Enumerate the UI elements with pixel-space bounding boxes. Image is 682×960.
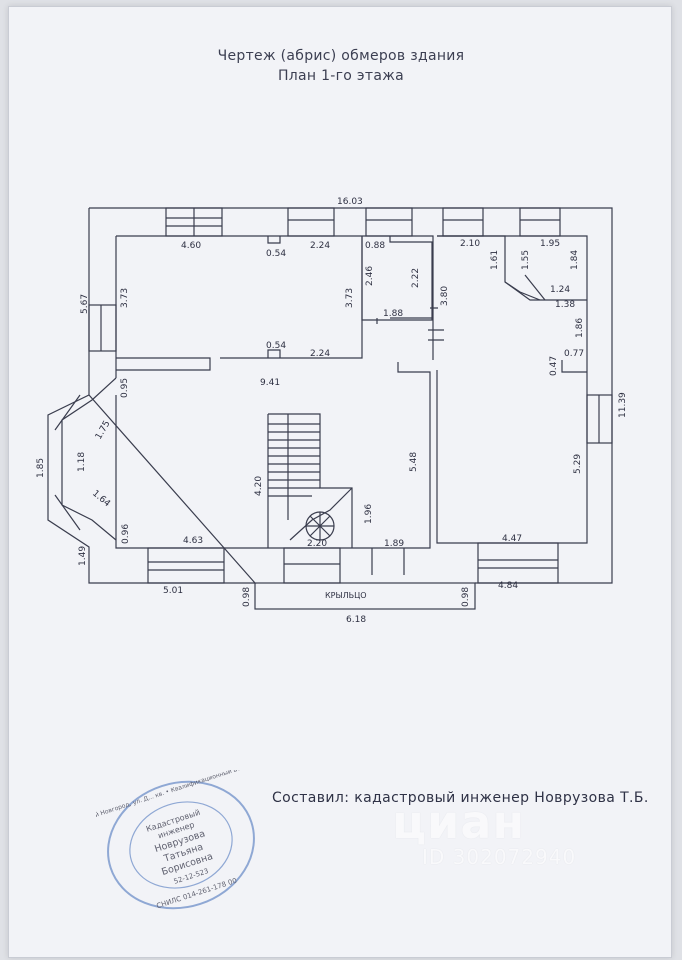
dim-porch-width: 6.18 bbox=[346, 615, 366, 625]
dim-hall-h: 5.48 bbox=[409, 452, 419, 472]
porch bbox=[254, 582, 476, 610]
dim-hall-width: 9.41 bbox=[260, 378, 280, 388]
dim-right-room-h: 5.29 bbox=[573, 454, 583, 474]
dim-left-lower-b: 0.96 bbox=[121, 524, 131, 544]
dim-mid-room-h: 3.73 bbox=[345, 288, 355, 308]
cian-logo: циан bbox=[392, 795, 526, 849]
dim-bath-h-b: 2.22 bbox=[411, 268, 421, 288]
bay-window bbox=[61, 377, 117, 541]
entry bbox=[371, 548, 405, 575]
dim-left-outer: 5.67 bbox=[80, 294, 90, 314]
dim-right-vert-a: 1.61 bbox=[490, 250, 500, 270]
dim-bottom-left-room: 4.63 bbox=[183, 536, 203, 546]
cadastral-engineer-stamp: Кадастровый инженер Новрузова Татьяна Бо… bbox=[96, 770, 262, 910]
dim-outer-bottom-left: 5.01 bbox=[163, 586, 183, 596]
dim-right-niche-h: 0.47 bbox=[549, 356, 559, 376]
dim-outer-bottom-right: 4.84 bbox=[498, 581, 518, 591]
dim-stair-landing: 1.96 bbox=[364, 504, 374, 524]
cian-watermark: циан ID 302072940 bbox=[392, 795, 576, 869]
dim-bay-edge-a: 1.24 bbox=[550, 285, 570, 295]
inner-wall bbox=[115, 235, 588, 549]
dim-wall-top: 2.24 bbox=[310, 241, 330, 251]
dim-porch-side-left: 0.98 bbox=[242, 587, 252, 607]
windows bbox=[88, 207, 613, 584]
dim-right-top-b: 1.95 bbox=[540, 239, 560, 249]
dim-niche-mid: 0.54 bbox=[266, 341, 286, 351]
listing-id: ID 302072940 bbox=[422, 845, 577, 869]
dim-entry-width: 1.89 bbox=[384, 539, 404, 549]
dim-right-top-a: 2.10 bbox=[460, 239, 480, 249]
dim-right-vert-c: 1.84 bbox=[570, 250, 580, 270]
dim-total-width: 16.03 bbox=[337, 197, 363, 207]
porch-label: КРЫЛЬЦО bbox=[325, 591, 367, 600]
document-sheet bbox=[8, 6, 672, 958]
dim-right-vert-b: 1.55 bbox=[521, 250, 531, 270]
dim-wall-mid: 2.24 bbox=[310, 349, 330, 359]
dim-left-lower-a: 0.95 bbox=[120, 378, 130, 398]
drawing-title: Чертеж (абрис) обмеров здания bbox=[217, 48, 465, 64]
staircase bbox=[267, 413, 353, 548]
bathroom bbox=[361, 236, 433, 321]
dim-bay-b: 1.18 bbox=[77, 452, 87, 472]
dim-left-outer-bottom: 1.49 bbox=[78, 546, 88, 566]
floor-plan-subtitle: План 1-го этажа bbox=[277, 68, 405, 84]
dim-porch-side-right: 0.98 bbox=[461, 587, 471, 607]
dim-niche-top: 0.54 bbox=[266, 249, 286, 259]
dim-stair-bottom: 2.20 bbox=[307, 539, 327, 549]
dim-right-vert-d: 1.86 bbox=[575, 318, 585, 338]
dim-bay-a: 1.75 bbox=[94, 419, 113, 441]
dim-corridor-h: 3.80 bbox=[440, 286, 450, 306]
dim-bath-h-a: 2.46 bbox=[365, 266, 375, 286]
compiler-signature-line: Составил: кадастровый инженер Новрузова … bbox=[272, 790, 649, 806]
dim-right-outer-h: 11.39 bbox=[618, 392, 628, 418]
dim-right-niche-w: 0.77 bbox=[564, 349, 584, 359]
dim-bay-c: 1.64 bbox=[90, 489, 112, 510]
dim-bath-top: 0.88 bbox=[365, 241, 385, 251]
dim-stair-h: 4.20 bbox=[254, 476, 264, 496]
dim-left-room-h: 3.73 bbox=[120, 288, 130, 308]
dim-top-left-room: 4.60 bbox=[181, 241, 201, 251]
dim-bottom-right-room: 4.47 bbox=[502, 534, 522, 544]
dim-bath-bottom: 1.88 bbox=[383, 309, 403, 319]
dim-bay-edge-b: 1.38 bbox=[555, 300, 575, 310]
dim-bay-outer: 1.85 bbox=[36, 458, 46, 478]
